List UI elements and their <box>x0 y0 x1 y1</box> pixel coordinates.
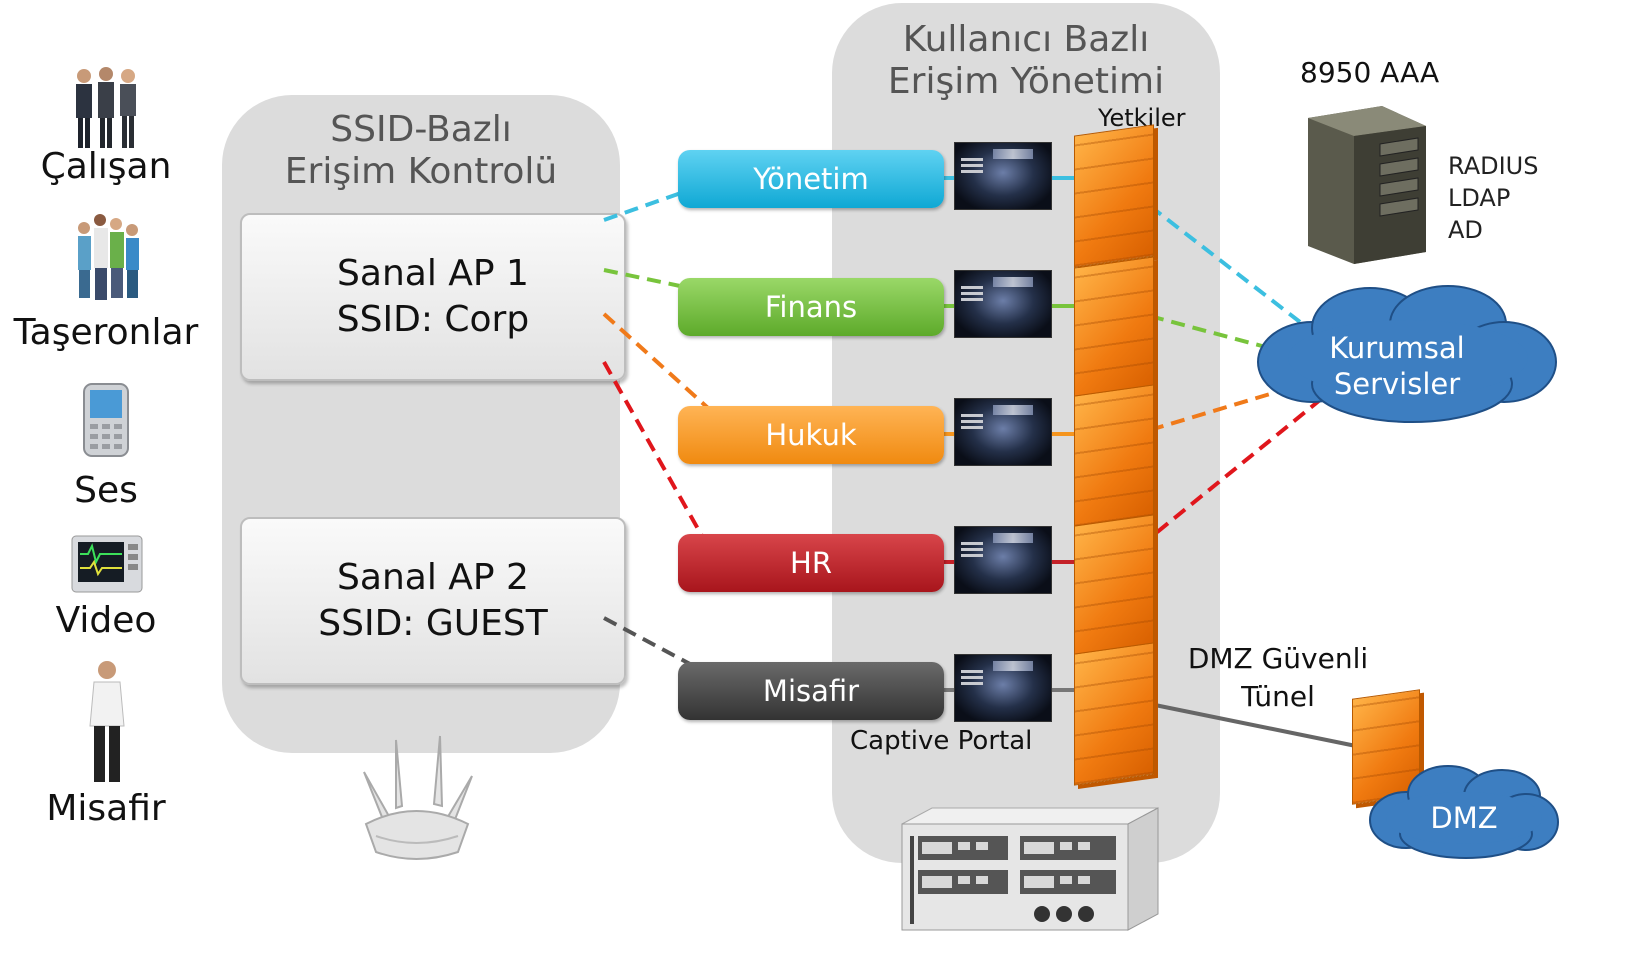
vlan-yonetim: Yönetim <box>678 150 944 208</box>
firewall-icon <box>1074 384 1154 528</box>
controller-icon <box>954 142 1052 210</box>
dmz-cloud-label: DMZ <box>1430 801 1498 835</box>
aaa-ad: AD <box>1448 216 1483 244</box>
phone-icon <box>83 383 129 457</box>
vlan-misafir: Misafir <box>678 662 944 720</box>
line-ap1-hr <box>602 361 704 537</box>
dmz-tunnel-label: DMZ Güvenli Tünel <box>1178 640 1378 716</box>
line-fw-dmz <box>1149 702 1357 748</box>
user-video-label: Video <box>55 600 157 641</box>
cloud-corporate-line2: Servisler <box>1333 367 1461 401</box>
ssid-panel: SSID-Bazlı Erişim Kontrolü Sanal AP 1 SS… <box>222 95 626 753</box>
dmz-tunnel-line1: DMZ Güvenli <box>1187 642 1369 675</box>
vlan-hukuk: Hukuk <box>678 406 944 464</box>
aaa-protocols: RADIUS LDAP AD <box>1448 150 1538 246</box>
firewall-icon <box>1074 124 1154 268</box>
line-fw-hr-cloud <box>1138 398 1322 548</box>
controller-icon <box>954 398 1052 466</box>
controller-icon <box>954 526 1052 594</box>
line-fw-finans-cloud <box>1149 314 1263 348</box>
server-icon <box>1308 106 1426 264</box>
vlan-finans: Finans <box>678 278 944 336</box>
dmz-cloud-icon <box>1369 765 1559 859</box>
contractors-icon <box>78 214 139 300</box>
firewall-icon <box>1074 642 1154 786</box>
virtual-ap-1-ssid: SSID: Corp <box>336 299 530 340</box>
virtual-ap-2-ssid: SSID: GUEST <box>318 603 548 644</box>
user-voice-label: Ses <box>74 470 138 511</box>
controller-chassis-icon <box>901 807 1159 931</box>
user-contractors-label: Taşeronlar <box>13 312 199 353</box>
cloud-icon <box>1257 285 1557 423</box>
aaa-ldap: LDAP <box>1448 184 1511 212</box>
user-guest-label: Misafir <box>46 788 166 829</box>
line-fw-yonetim-cloud <box>1148 204 1302 324</box>
virtual-ap-2: Sanal AP 2 SSID: GUEST <box>240 517 626 685</box>
firewall-icon <box>1074 514 1154 658</box>
access-point-icon <box>363 735 473 860</box>
user-employee-label: Çalışan <box>40 146 172 187</box>
virtual-ap-1-name: Sanal AP 1 <box>337 253 529 294</box>
ssid-panel-title-2: Erişim Kontrolü <box>284 151 558 192</box>
monitor-icon <box>71 535 143 593</box>
vlan-hr: HR <box>678 534 944 592</box>
line-ap1-hukuk <box>602 312 710 410</box>
virtual-ap-2-name: Sanal AP 2 <box>337 557 529 598</box>
controller-icon <box>954 270 1052 338</box>
cloud-corporate-line1: Kurumsal <box>1329 331 1465 365</box>
dmz-tunnel-line2: Tünel <box>1241 680 1315 713</box>
controller-icon <box>954 654 1052 722</box>
user-panel-title-2: Erişim Yönetimi <box>887 61 1165 102</box>
aaa-radius: RADIUS <box>1448 152 1539 180</box>
line-fw-hukuk-cloud <box>1149 386 1291 432</box>
aaa-title: 8950 AAA <box>1300 56 1440 89</box>
cloud-corporate-label: Kurumsal Servisler <box>1262 330 1532 402</box>
line-ap2-misafir <box>603 616 691 666</box>
employees-icon <box>76 67 136 148</box>
user-panel-title-1: Kullanıcı Bazlı <box>902 19 1150 60</box>
guest-person-icon <box>89 661 125 782</box>
ssid-panel-title-1: SSID-Bazlı <box>330 109 512 150</box>
firewall-icon <box>1074 256 1154 400</box>
captive-portal-label: Captive Portal <box>850 726 1033 756</box>
virtual-ap-1: Sanal AP 1 SSID: Corp <box>240 213 626 381</box>
